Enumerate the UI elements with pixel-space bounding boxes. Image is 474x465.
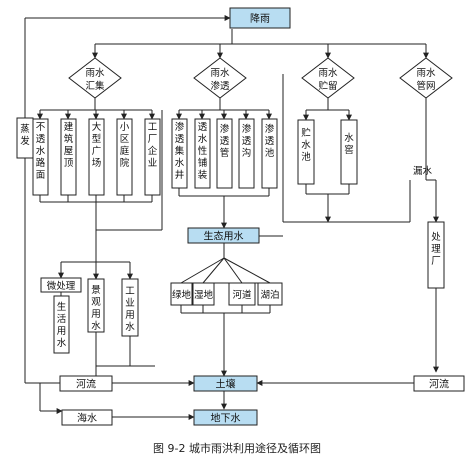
use-item: 生活用水: [53, 295, 70, 354]
use-item: 景观用水: [87, 278, 105, 333]
river-left-box: 河流: [59, 375, 113, 392]
pipe-line1: 雨水: [416, 67, 436, 79]
figure-caption: 图 9-2 城市雨洪利用途径及循环图: [153, 441, 321, 455]
diamond-storage: 雨水 贮留: [301, 57, 355, 99]
storage-item: 水窖: [340, 119, 358, 185]
river-left-label: 河流: [76, 378, 96, 391]
collect-item-label: 不透水路面: [36, 122, 46, 181]
eco-target-label: 绿地: [172, 289, 192, 301]
infiltration-item-label: 渗透集水井: [175, 121, 185, 181]
collect-item: 工厂企业: [144, 118, 161, 196]
eco-target-label: 湿地: [194, 289, 214, 301]
soil-box: 土壤: [193, 375, 258, 392]
river-right-box: 河流: [413, 375, 465, 392]
eco-target-items: 绿地 湿地 河道 湖泊: [170, 282, 283, 306]
pipe-line2: 管网: [416, 80, 435, 92]
connector-lines: [24, 15, 439, 420]
collect-item: 不透水路面: [32, 118, 49, 196]
collect-item-label: 大型广场: [92, 121, 102, 169]
diamond-infiltration: 雨水 渗透: [193, 57, 247, 99]
groundwater-box: 地下水: [193, 409, 258, 426]
evaporation-box: 蒸发: [16, 117, 34, 159]
treatment-plant-box: 处理厂: [427, 221, 445, 289]
use-item-label: 工业用水: [125, 286, 135, 333]
use-item-label: 生活用水: [57, 301, 67, 349]
infiltration-items: 渗透集水井 透水性铺装 渗透管 渗透沟 渗透池: [171, 118, 278, 189]
node-rain: 降雨: [229, 7, 291, 29]
infiltration-item: 渗透管: [216, 118, 233, 189]
eco-target: 湖泊: [257, 282, 283, 306]
collect-item: 大型广场: [88, 118, 105, 196]
collect-item: 小区庭院: [116, 118, 133, 196]
storage-items: 贮水池 水窖: [297, 119, 358, 185]
storage-line2: 贮留: [318, 80, 337, 92]
use-item: 工业用水: [121, 278, 139, 337]
use-item-label: 景观用水: [91, 285, 101, 332]
collect-items: 不透水路面 建筑屋顶 大型广场 小区庭院 工厂企业: [32, 118, 161, 196]
infiltration-item: 渗透池: [261, 118, 278, 189]
eco-target: 湿地: [192, 282, 215, 306]
sea-box: 海水: [61, 409, 113, 426]
infiltration-item: 渗透沟: [238, 118, 255, 189]
collect-line1: 雨水: [85, 67, 105, 79]
diamond-collect: 雨水 汇集: [68, 57, 122, 99]
collect-item-label: 工厂企业: [148, 122, 158, 169]
collect-item-label: 建筑屋顶: [64, 121, 74, 169]
infiltration-line2: 渗透: [210, 80, 230, 92]
infiltration-item: 透水性铺装: [194, 118, 211, 189]
soil-label: 土壤: [216, 378, 236, 391]
storage-item-label: 贮水池: [301, 127, 311, 163]
storage-line1: 雨水: [318, 67, 338, 79]
storage-item: 贮水池: [297, 119, 315, 185]
eco-target-label: 河道: [232, 289, 252, 301]
eco-target: 绿地: [170, 282, 193, 306]
ecological-water-label: 生态用水: [204, 230, 244, 243]
micro-treatment-label: 微处理: [47, 280, 76, 292]
sea-label: 海水: [77, 412, 97, 425]
collect-item: 建筑屋顶: [60, 118, 77, 196]
infiltration-item-label: 渗透管: [220, 123, 230, 159]
storage-item-label: 水窖: [344, 132, 354, 156]
groundwater-label: 地下水: [211, 412, 241, 425]
eco-target-label: 湖泊: [260, 290, 279, 301]
collect-line2: 汇集: [85, 80, 105, 92]
ecological-water-box: 生态用水: [187, 227, 260, 244]
river-right-label: 河流: [429, 378, 449, 391]
use-items: 生活用水 景观用水 工业用水: [53, 278, 139, 354]
infiltration-item-label: 渗透沟: [242, 123, 252, 159]
collect-item-label: 小区庭院: [120, 122, 130, 169]
treatment-plant-label: 处理厂: [431, 231, 441, 267]
infiltration-line1: 雨水: [210, 67, 230, 79]
infiltration-item-label: 渗透池: [265, 123, 275, 159]
evaporation-label: 蒸发: [20, 123, 30, 147]
infiltration-item: 渗透集水井: [171, 118, 188, 189]
rain-label: 降雨: [250, 12, 270, 25]
infiltration-item-label: 透水性铺装: [198, 122, 208, 181]
diamond-pipe-network: 雨水 管网: [399, 57, 453, 99]
micro-treatment-box: 微处理: [40, 277, 82, 293]
eco-target: 河道: [228, 282, 256, 306]
leakage-label: 漏水: [413, 165, 433, 177]
